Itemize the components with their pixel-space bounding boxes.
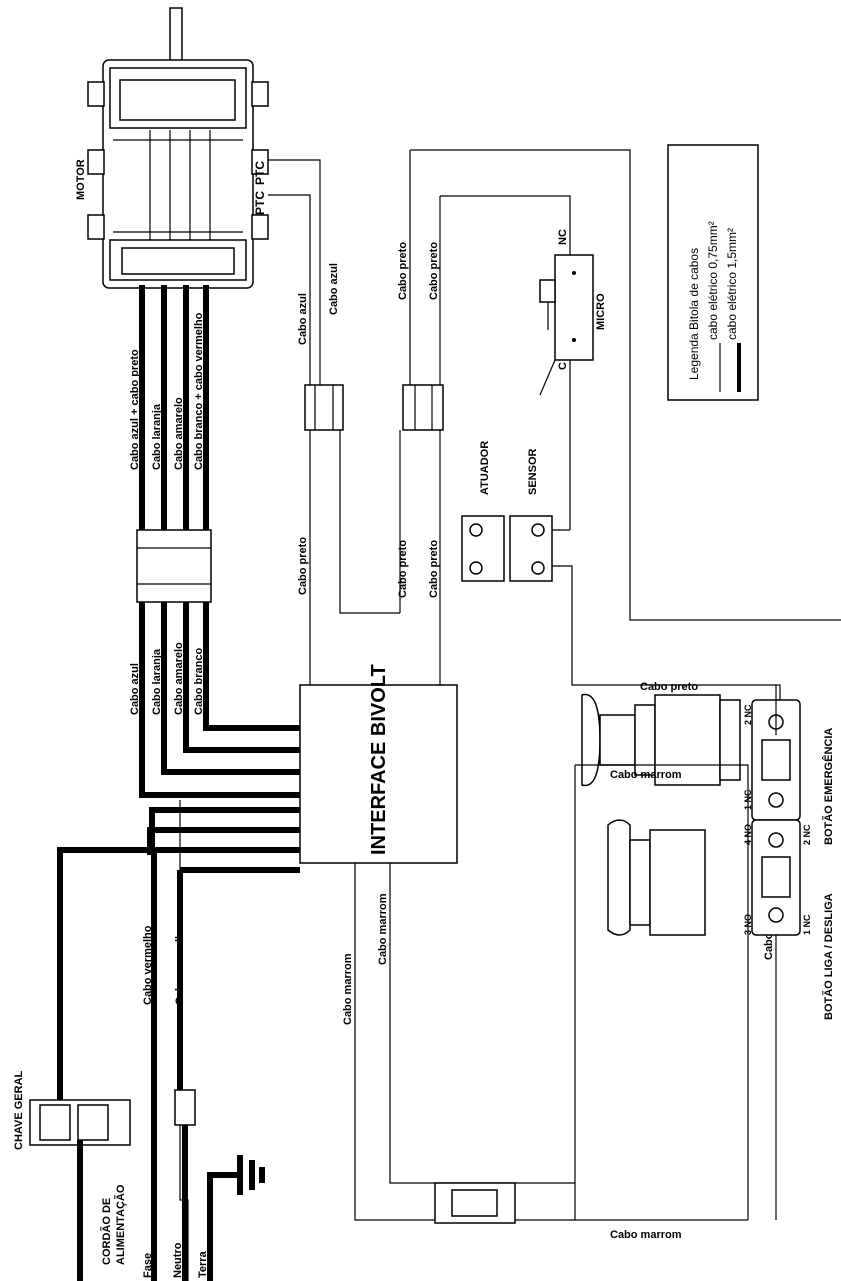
legend [667, 144, 759, 401]
micro-label: MICRO [595, 293, 607, 330]
legend-thin: cabo elétrico 0,75mm² [706, 221, 720, 340]
fase-label: Fase [142, 1253, 154, 1278]
legend-thick: cabo elétrico 1,5mm² [725, 228, 739, 340]
cable-label-preto-1: Cabo preto [397, 242, 409, 300]
ptc-top-label: PTC [253, 161, 267, 185]
cable-label-marrom-bottom: Cabo marrom [610, 1229, 682, 1241]
cable-label-preto-4: Cabo preto [397, 540, 409, 598]
sensor-label: SENSOR [527, 448, 539, 495]
cable-label-preto-3: Cabo preto [297, 537, 309, 595]
micro-switch [530, 254, 594, 531]
terra-label: Terra [197, 1250, 209, 1278]
cordao-label-line2: ALIMENTAÇÃO [114, 1184, 127, 1265]
chave-geral-label: CHAVE GERAL [13, 1070, 25, 1150]
interface-box [299, 684, 458, 864]
neutro-label: Neutro [172, 1242, 184, 1278]
cable-label-vermelho-2: Cabo vermelho [174, 925, 186, 1005]
botao-liga-label: BOTÃO LIGA / DESLIGA [822, 893, 835, 1020]
cable-label-azul-ptc1: Cabo azul [297, 293, 309, 345]
power-section [29, 800, 300, 1281]
cable-label-laranja: Cabo laranja [151, 648, 163, 715]
lg-4no-label: 4 NO [743, 824, 753, 845]
emergency-button [581, 685, 801, 1220]
motor-label: MOTOR [75, 159, 87, 200]
ptc-bottom-label: PTC [253, 191, 267, 215]
cable-label-vermelho-1: Cabo vermelho [142, 925, 154, 1005]
motor-wires [136, 285, 300, 798]
em-2nc-label: 2 NC [743, 704, 753, 725]
marrom-wires [354, 863, 748, 1224]
legend-title: Legenda Bitola de cabos [687, 248, 701, 380]
atuador-sensor [461, 515, 781, 735]
cable-label-marrom-2: Cabo marrom [377, 893, 389, 965]
cable-label-branco-vermelho: Cabo branco + cabo vermelho [193, 312, 205, 470]
cable-label-azul-preto: Cabo azul + cabo preto [129, 349, 141, 470]
cable-label-marrom-1: Cabo marrom [342, 953, 354, 1025]
cable-label-marrom-top: Cabo marrom [610, 769, 682, 781]
motor [87, 7, 269, 289]
cable-label-azul: Cabo azul [129, 663, 141, 715]
cable-label-laranja-top: Cabo laranja [151, 403, 163, 470]
cable-label-amarelo-top: Cabo amarelo [173, 397, 185, 470]
interface-label: INTERFACE BIVOLT [368, 664, 390, 855]
micro-c-label: C [557, 362, 569, 370]
atuador-label: ATUADOR [479, 441, 491, 495]
cable-label-preto-sensor: Cabo preto [640, 681, 698, 693]
cable-label-azul-ptc2: Cabo azul [328, 263, 340, 315]
cable-label-branco: Cabo branco [193, 647, 205, 715]
lg-2nc-label: 2 NC [802, 824, 812, 845]
cable-label-amarelo: Cabo amarelo [173, 642, 185, 715]
lg-3no-label: 3 NO [743, 914, 753, 935]
cordao-label-line1: CORDÃO DE [100, 1198, 113, 1265]
cable-label-preto-2: Cabo preto [428, 242, 440, 300]
cable-label-preto-5: Cabo preto [428, 540, 440, 598]
botao-emergencia-label: BOTÃO EMERGÊNCIA [822, 728, 835, 845]
micro-nc-label: NC [557, 229, 569, 245]
on-off-button [574, 764, 801, 1220]
lg-1nc-label: 1 NC [802, 914, 812, 935]
